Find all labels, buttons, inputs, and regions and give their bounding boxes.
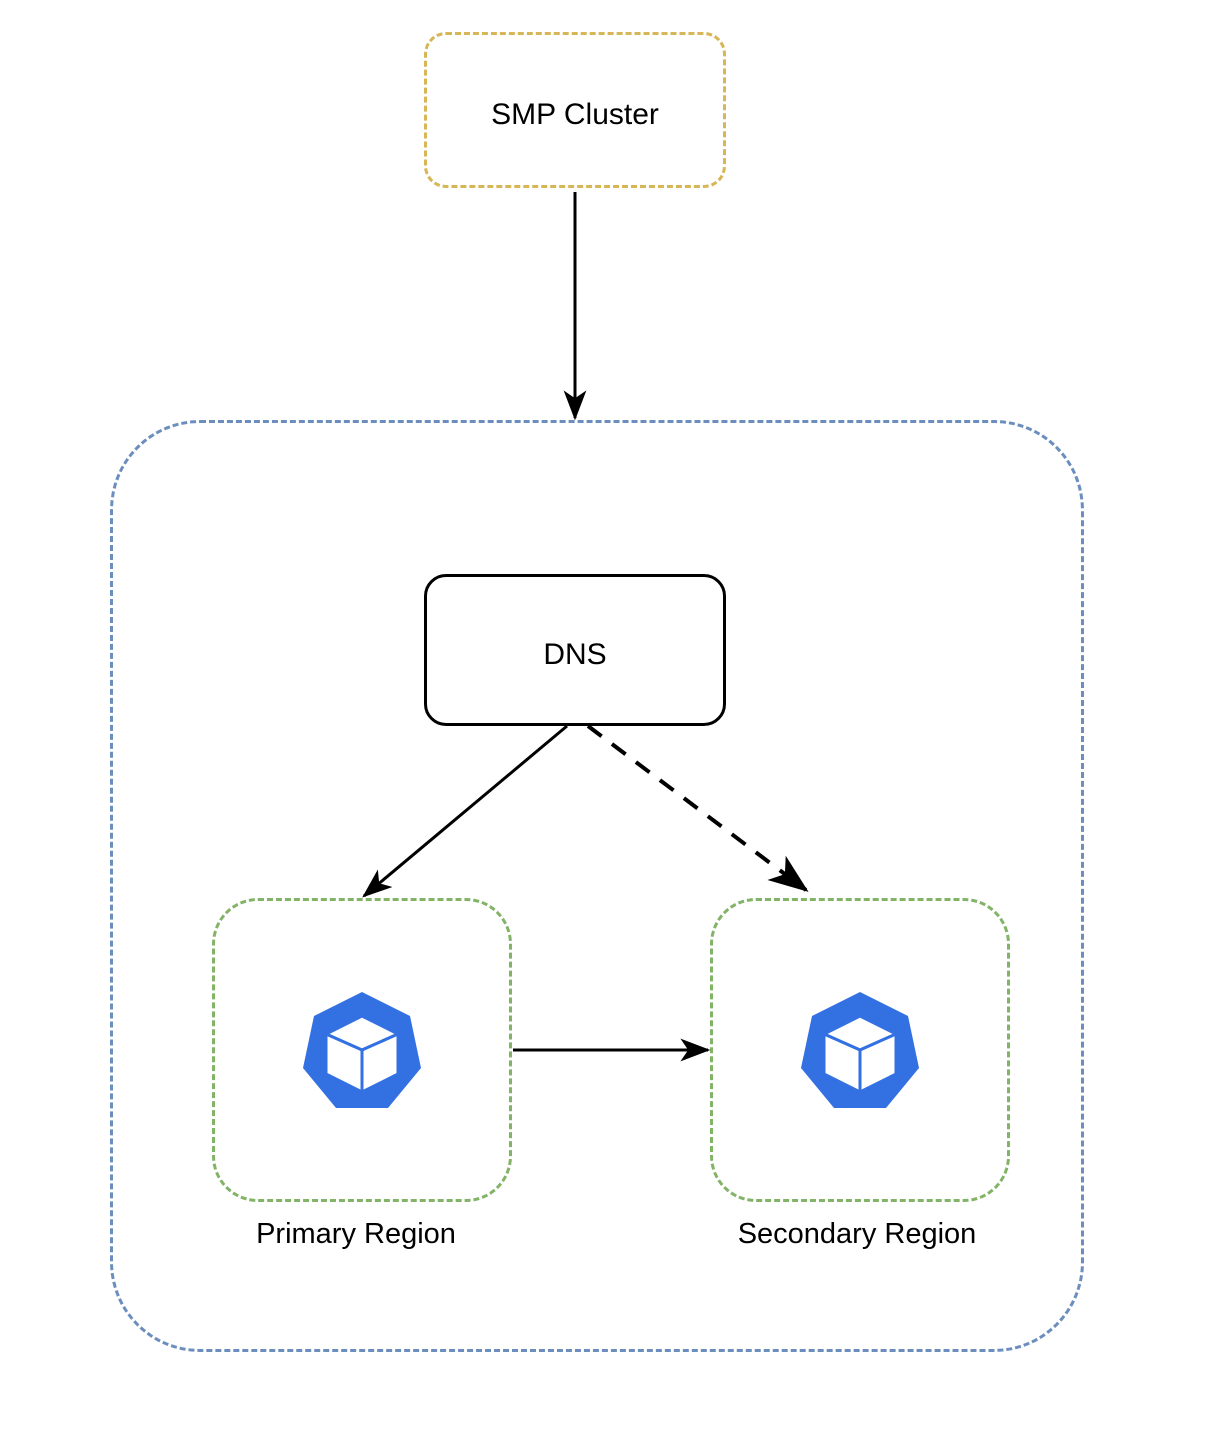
cloud-container-group[interactable] (110, 420, 1084, 1352)
dns-label: DNS (543, 638, 607, 671)
secondary-region-node[interactable] (710, 898, 1010, 1202)
smp-cluster-node[interactable]: SMP Cluster (424, 32, 726, 188)
secondary-region-label: Secondary Region (737, 1218, 977, 1250)
dns-node[interactable]: DNS (424, 574, 726, 726)
kubernetes-icon (303, 992, 421, 1108)
primary-region-node[interactable] (212, 898, 512, 1202)
kubernetes-icon (801, 992, 919, 1108)
primary-region-label: Primary Region (256, 1218, 456, 1250)
smp-cluster-label: SMP Cluster (491, 98, 659, 131)
